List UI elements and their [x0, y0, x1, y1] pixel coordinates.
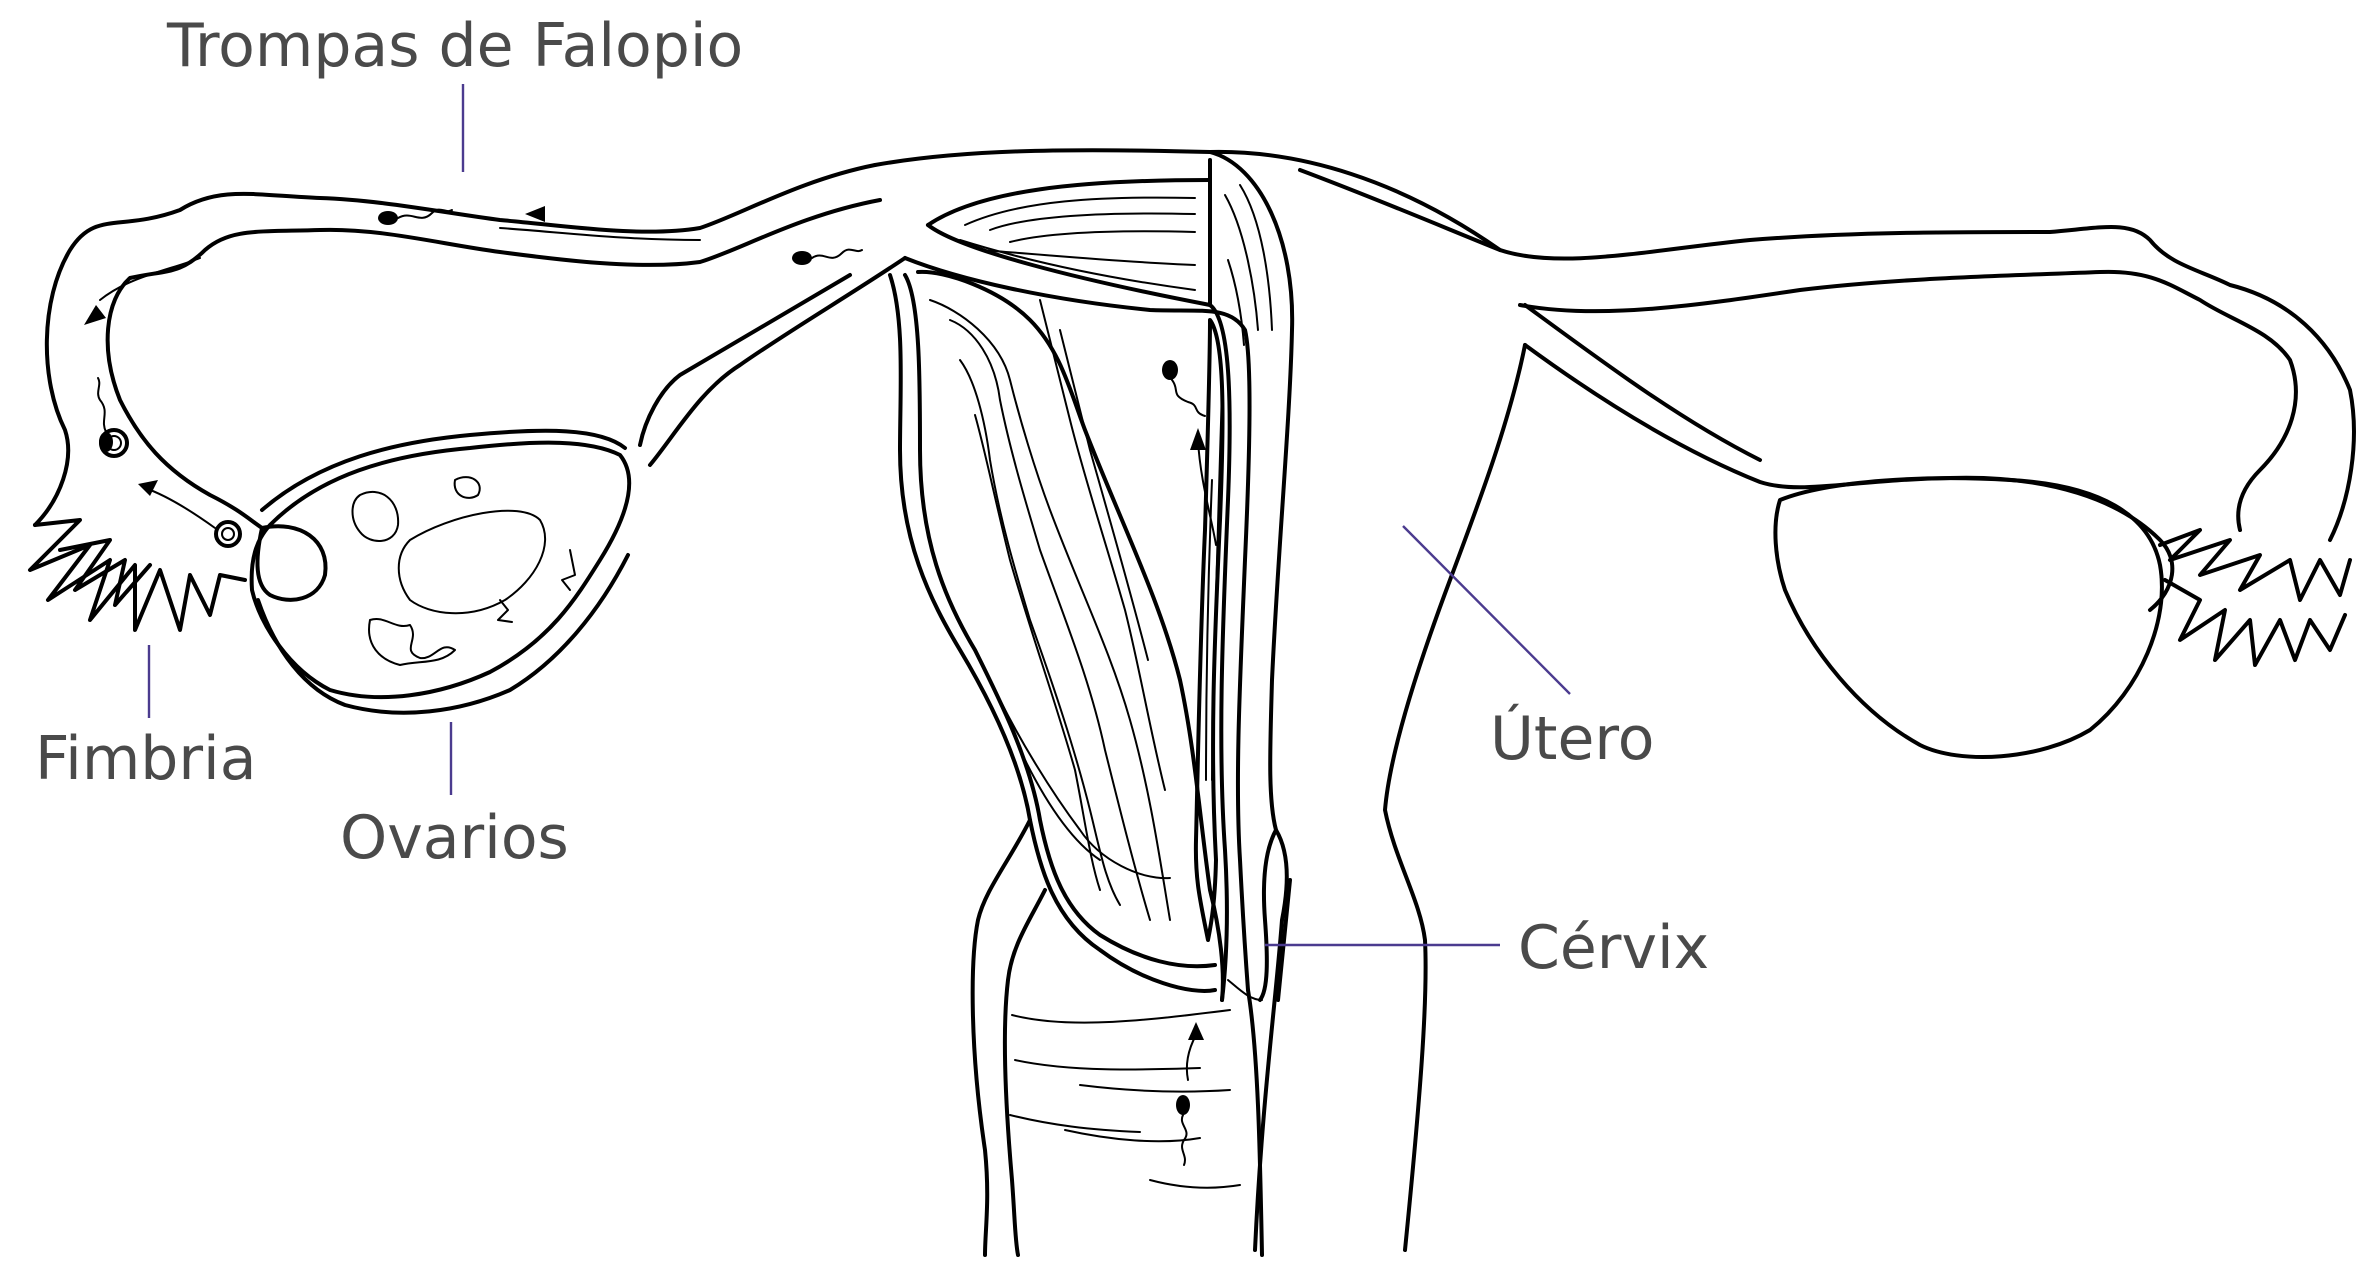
leader-line-uterus [1403, 526, 1570, 694]
sperm-cells [98, 210, 1205, 1165]
uterus-section [905, 160, 1272, 1000]
left-fimbria [30, 520, 245, 630]
left-fallopian-tube [35, 165, 905, 528]
label-fimbria: Fimbria [35, 729, 256, 789]
vagina [973, 820, 1262, 1255]
egg-cells [101, 430, 240, 546]
left-ovary [252, 431, 630, 713]
label-ovaries: Ovarios [340, 808, 569, 868]
label-cervix: Cérvix [1518, 918, 1709, 978]
left-tube-arrow-upper [525, 206, 545, 222]
left-tube-arrow-side [84, 305, 106, 325]
vagina-arrow [1188, 1022, 1204, 1040]
label-uterus: Útero [1490, 709, 1654, 769]
right-fimbria [2160, 530, 2350, 665]
right-ovary [1775, 478, 2161, 757]
right-fallopian-tube [1300, 170, 2354, 610]
label-fallopian-tubes: Trompas de Falopio [167, 16, 743, 76]
